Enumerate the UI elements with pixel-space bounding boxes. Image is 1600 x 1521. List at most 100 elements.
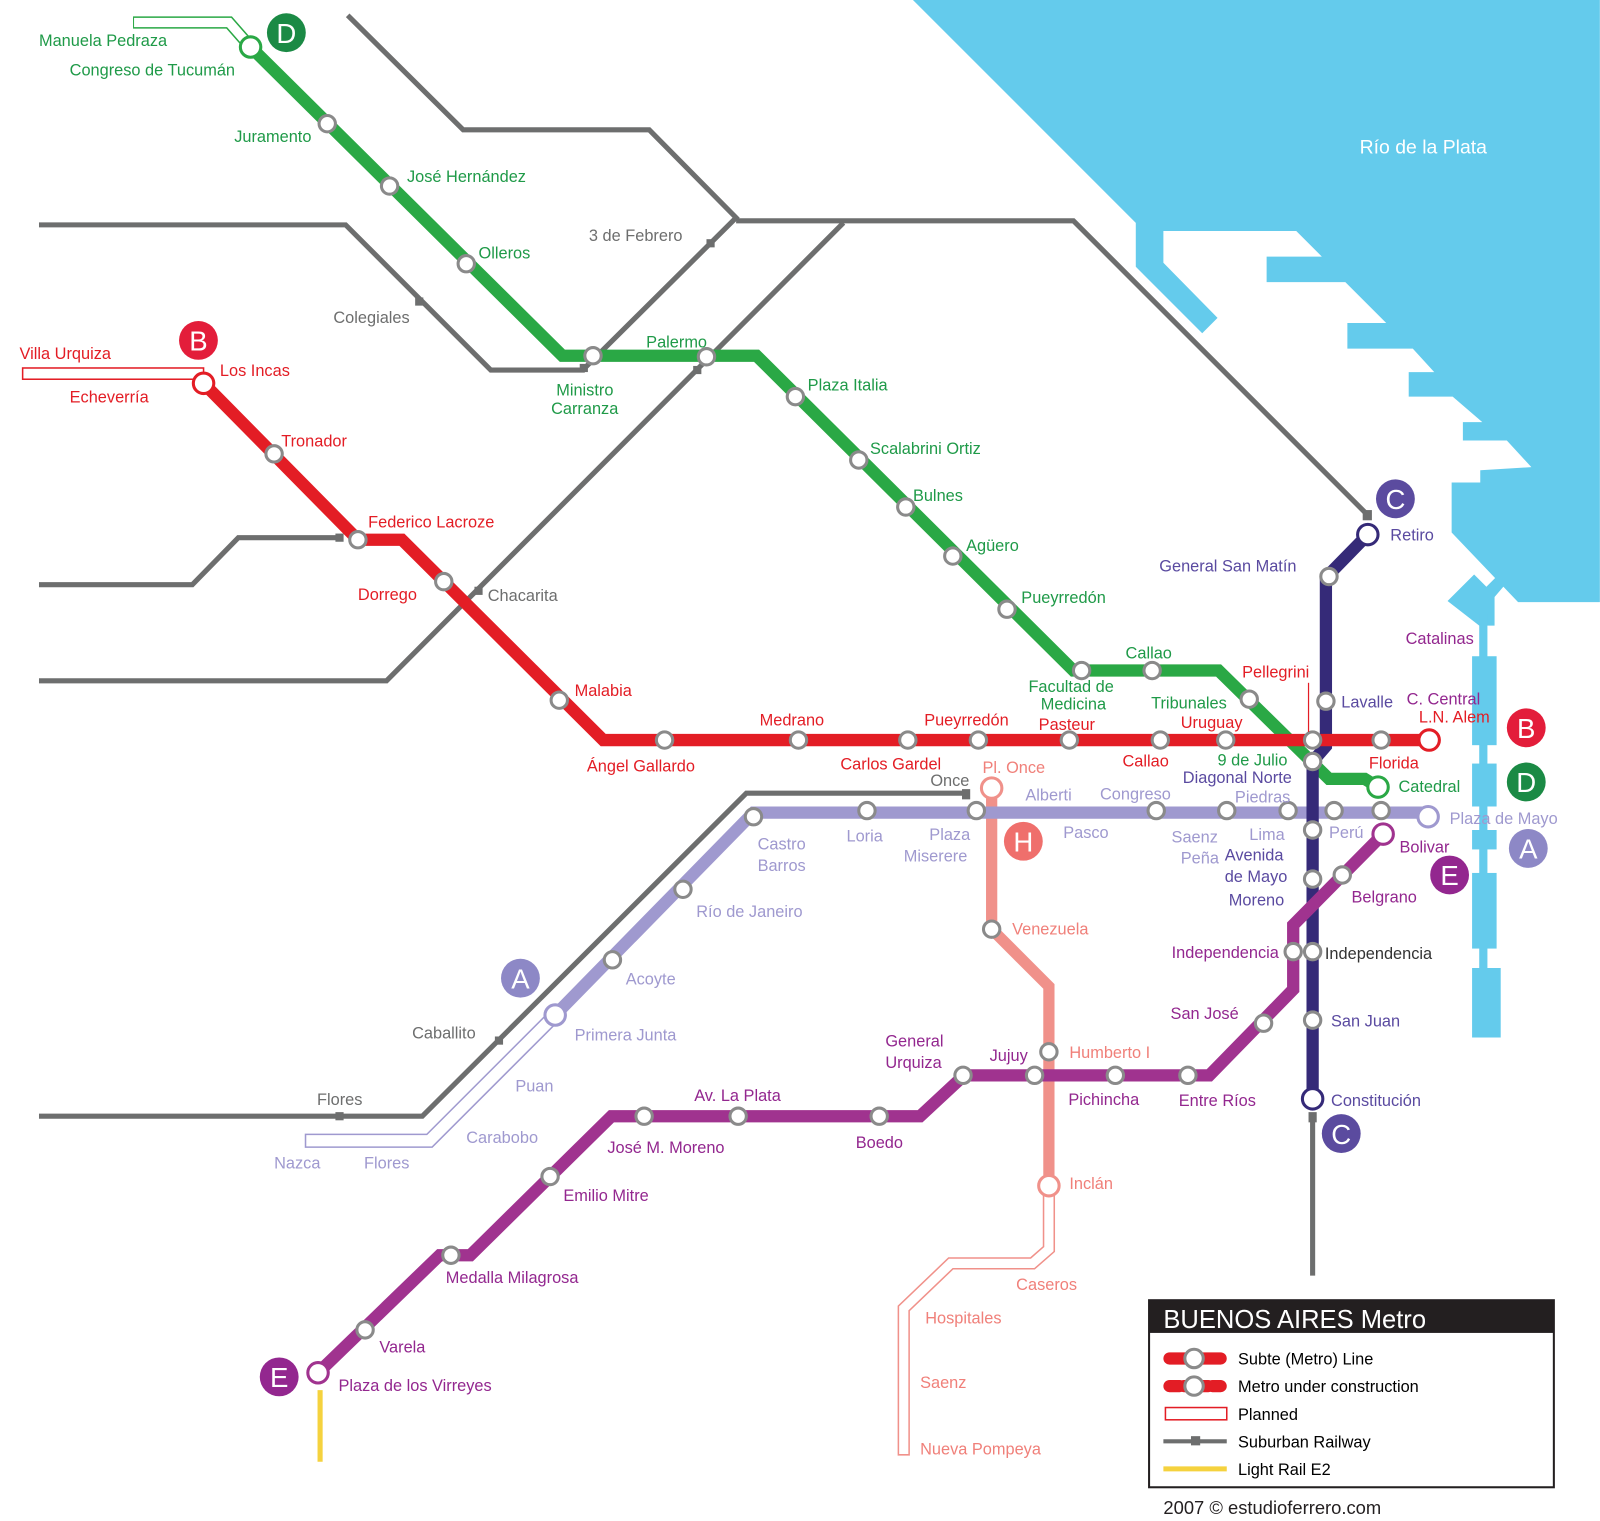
stations xyxy=(191,35,1441,1385)
legend-item: Planned xyxy=(1238,1406,1298,1424)
line-e-badge: E xyxy=(1430,855,1470,895)
station-label: Plaza de Mayo xyxy=(1450,810,1558,828)
legend-item: Light Rail E2 xyxy=(1238,1461,1331,1479)
station-label: Malabia xyxy=(575,682,633,700)
station-label: Palermo xyxy=(646,334,707,352)
station-label: Pellegrini xyxy=(1242,664,1309,682)
station-label: Urquiza xyxy=(885,1054,942,1072)
line-c-badge: C xyxy=(1321,1114,1361,1154)
station-label: José Hernández xyxy=(407,168,526,186)
station-label: Pasco xyxy=(1063,824,1108,842)
planned-extensions xyxy=(21,16,1056,1456)
legend-item: Suburban Railway xyxy=(1238,1433,1371,1451)
station-label: Boedo xyxy=(856,1134,903,1152)
svg-text:E: E xyxy=(1440,860,1458,891)
station-label: Avenida xyxy=(1225,847,1285,865)
station-label: Olleros xyxy=(479,245,531,263)
station-label: Manuela Pedraza xyxy=(39,32,168,50)
svg-text:D: D xyxy=(276,18,296,49)
station-label: Loria xyxy=(847,827,884,845)
legend-subte-icon xyxy=(1163,1347,1227,1370)
station-label: Peña xyxy=(1181,850,1220,868)
station-label: Pueyrredón xyxy=(1021,589,1106,607)
station-label: Medalla Milagrosa xyxy=(446,1269,580,1287)
station-label: Tribunales xyxy=(1151,694,1227,712)
station-label: General xyxy=(885,1033,943,1051)
station-label: Pueyrredón xyxy=(924,712,1009,730)
station-label: Scalabrini Ortiz xyxy=(870,440,981,458)
station-label: Pl. Once xyxy=(982,759,1045,777)
railway-station-label: Chacarita xyxy=(488,587,559,605)
station-label: Flores xyxy=(364,1154,409,1172)
station-label: Emilio Mitre xyxy=(563,1187,648,1205)
railway-line xyxy=(38,535,341,588)
station-label: Saenz xyxy=(920,1374,966,1392)
station-label: Perú xyxy=(1329,824,1364,842)
station-label: Congreso xyxy=(1100,785,1171,803)
line-b-labels: Villa Urquiza Echeverría Los Incas Trona… xyxy=(20,345,1490,776)
station-label: Entre Ríos xyxy=(1179,1092,1256,1110)
svg-text:E: E xyxy=(270,1362,288,1393)
legend-item: Subte (Metro) Line xyxy=(1238,1351,1373,1369)
line-b-badge: B xyxy=(179,320,218,360)
station-label: Carlos Gardel xyxy=(840,756,941,774)
svg-text:A: A xyxy=(511,963,530,994)
station-label: Medicina xyxy=(1041,695,1107,713)
station-label: Pichincha xyxy=(1068,1091,1140,1109)
station-label: Varela xyxy=(379,1338,426,1356)
station-label: de Mayo xyxy=(1225,868,1288,886)
line-c-labels: Retiro General San Matín Lavalle Diagona… xyxy=(1159,527,1434,1110)
svg-text:B: B xyxy=(1517,713,1535,744)
station-label: José M. Moreno xyxy=(607,1139,724,1157)
line-h xyxy=(986,788,1055,1186)
station-label: Villa Urquiza xyxy=(20,345,112,363)
station-label: Inclán xyxy=(1069,1175,1113,1193)
station-label: 9 de Julio xyxy=(1218,752,1288,770)
legend-item: Metro under construction xyxy=(1238,1378,1419,1396)
station-label: San Juan xyxy=(1331,1012,1400,1030)
railway-line xyxy=(38,790,967,1119)
station-label: Caseros xyxy=(1016,1276,1077,1294)
station-label: Florida xyxy=(1369,755,1420,773)
line-d-badge: D xyxy=(1506,762,1546,802)
station-label: Retiro xyxy=(1390,527,1434,545)
copyright: 2007 © estudioferrero.com xyxy=(1163,1497,1381,1518)
station-label: Independencia xyxy=(1172,944,1280,962)
railway-station-label: Flores xyxy=(317,1091,362,1109)
station-label: Carabobo xyxy=(466,1129,538,1147)
station-label: Juramento xyxy=(234,128,311,146)
railway-station-label: 3 de Febrero xyxy=(589,227,683,245)
station-label: Bolivar xyxy=(1400,838,1451,856)
station-label: Nueva Pompeya xyxy=(920,1441,1042,1459)
svg-text:B: B xyxy=(189,326,207,357)
station-label: San José xyxy=(1171,1005,1239,1023)
legend-planned-icon xyxy=(1164,1406,1228,1421)
station-label: Primera Junta xyxy=(575,1027,678,1045)
station-label: Puan xyxy=(515,1078,553,1096)
legend-construction-icon xyxy=(1163,1375,1227,1397)
station-label: Humberto I xyxy=(1069,1044,1150,1062)
station-label: C. Central xyxy=(1407,690,1481,708)
railway-labels: 3 de Febrero Colegiales Chacarita Once C… xyxy=(317,227,969,1109)
station-label: Av. La Plata xyxy=(694,1087,782,1105)
station-label: Medrano xyxy=(760,712,825,730)
station-label: Pasteur xyxy=(1039,716,1096,734)
railway-station-label: Caballito xyxy=(412,1025,476,1043)
station-label: Acoyte xyxy=(626,970,676,988)
line-h-labels: Pl. Once Venezuela Humberto I Inclán Cas… xyxy=(920,759,1150,1459)
station-label: Uruguay xyxy=(1181,714,1244,732)
station-label: Castro xyxy=(758,835,806,853)
station-label: Catalinas xyxy=(1406,630,1474,648)
station-label: Carranza xyxy=(551,400,619,418)
line-h-badge: H xyxy=(1003,821,1043,861)
station-label: Tronador xyxy=(281,433,347,451)
line-a-labels: Plaza de Mayo Perú Piedras Lima Saenz Pe… xyxy=(274,785,1558,1172)
station-label: Constitución xyxy=(1331,1092,1421,1110)
station-label: Callao xyxy=(1126,644,1172,662)
station-label: Plaza Italia xyxy=(808,376,889,394)
legend-railway-icon xyxy=(1163,1436,1227,1446)
station-label: Independencia xyxy=(1325,945,1433,963)
station-label: Piedras xyxy=(1235,788,1290,806)
svg-text:C: C xyxy=(1385,484,1405,515)
station-label: Belgrano xyxy=(1351,889,1416,907)
